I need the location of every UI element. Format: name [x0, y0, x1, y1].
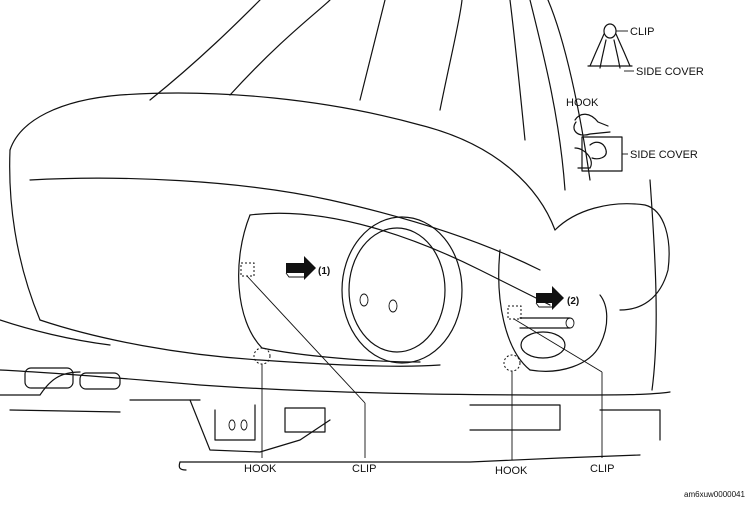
seat-cushion	[0, 92, 556, 367]
hook-left-label: HOOK	[244, 463, 277, 475]
clip-top-label: CLIP	[630, 26, 654, 38]
clip-left-label: CLIP	[352, 463, 376, 475]
arrow-2-icon	[535, 286, 564, 310]
recliner-lever-area	[498, 179, 670, 391]
figure-id: am6xuw0000041	[684, 490, 745, 499]
clip-marker-right	[507, 305, 522, 320]
arrow-1-icon	[285, 256, 316, 280]
side-cover-detail-label: SIDE COVER	[630, 149, 698, 161]
clip-detail-icon	[587, 23, 634, 72]
clip-marker-left	[240, 262, 255, 277]
seat-back-outline	[149, 0, 591, 191]
hook-detail-label: HOOK	[566, 97, 599, 109]
leader-lines	[246, 275, 603, 460]
clip-right-label: CLIP	[590, 463, 614, 475]
side-cover-panel	[238, 212, 551, 364]
hook-detail-icon	[573, 113, 628, 172]
hook-marker-right	[503, 354, 521, 372]
arrow-2-label: (2)	[567, 296, 579, 307]
side-cover-top-label: SIDE COVER	[636, 66, 704, 78]
arrow-1-label: (1)	[318, 266, 330, 277]
seat-frame	[0, 367, 671, 471]
hook-marker-left	[253, 347, 271, 365]
hook-right-label: HOOK	[495, 465, 528, 477]
